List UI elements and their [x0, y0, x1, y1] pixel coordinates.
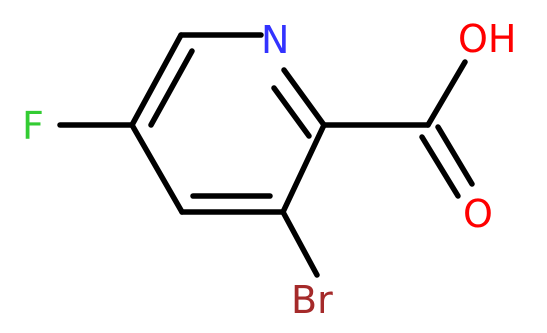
bond-cooh-o-2 — [435, 124, 475, 187]
bond-n1-c2-inner — [271, 85, 312, 139]
bond-cooh-oh — [425, 59, 468, 128]
bond-c4-c5 — [129, 122, 185, 215]
atom-label-br: Br — [291, 278, 333, 322]
bond-c2-c3 — [280, 122, 327, 215]
atom-label-f: F — [22, 104, 44, 148]
atom-labels: N F Br OH O — [22, 17, 516, 322]
bond-c5-c6 — [129, 32, 184, 128]
atom-label-o: O — [463, 192, 493, 236]
atom-label-oh: OH — [458, 17, 516, 61]
bond-c5-c6-inner — [148, 48, 195, 128]
bonds — [57, 32, 475, 278]
bond-n1-c2 — [281, 67, 327, 128]
bond-cooh-o-1 — [419, 134, 461, 199]
atom-label-n: N — [261, 18, 289, 62]
bond-c3-br — [280, 209, 320, 278]
